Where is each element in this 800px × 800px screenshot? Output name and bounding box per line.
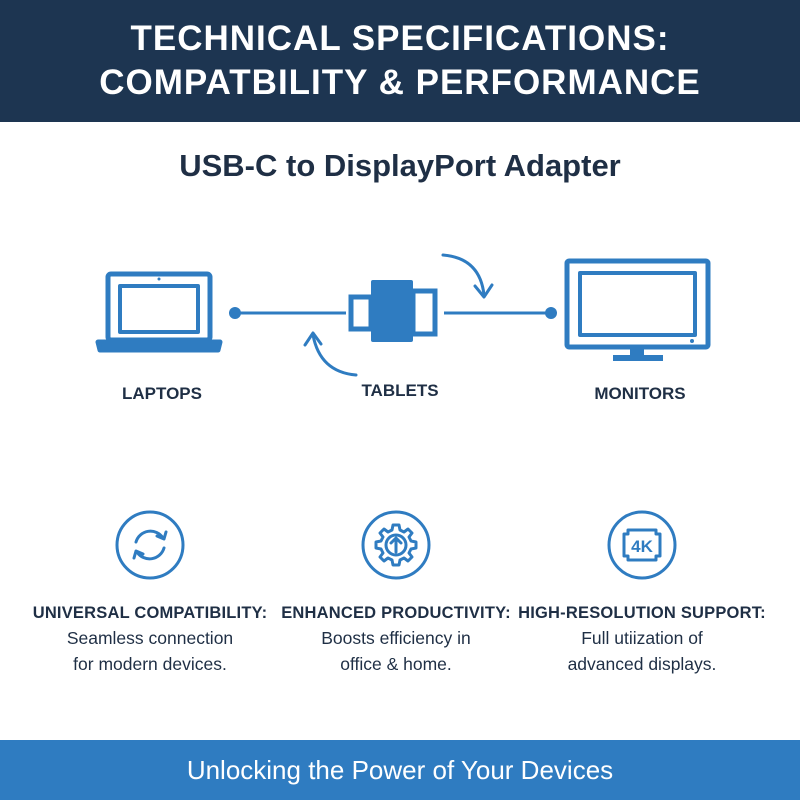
connection-line-left [229,307,346,319]
gear-arrow-icon [361,510,431,580]
page-title-line-1: TECHNICAL SPECIFICATIONS: [130,19,670,58]
footer-tagline: Unlocking the Power of Your Devices [186,754,614,785]
feature-desc-line-1: Full utiization of [581,628,703,648]
adapter-icon [348,280,438,342]
header-banner: TECHNICAL SPECIFICATIONS: COMPATBILITY &… [0,0,800,122]
curved-arrow-top-icon [441,253,494,299]
feature-enhanced-productivity: ENHANCED PRODUCTIVITY: Boosts efficiency… [271,604,521,677]
curved-arrow-bottom-icon [303,331,358,377]
feature-desc-line-2: for modern devices. [73,654,227,674]
sync-arrows-icon [115,510,185,580]
feature-high-resolution-support: HIGH-RESOLUTION SUPPORT: Full utiization… [517,604,767,677]
page-title-line-2: COMPATBILITY & PERFORMANCE [99,63,701,102]
feature-desc-line-2: advanced displays. [567,654,717,674]
footer-banner: Unlocking the Power of Your Devices [0,740,800,800]
device-label-laptops: LAPTOPS [122,384,202,403]
feature-desc-line-2: office & home. [340,654,452,674]
monitor-icon [564,258,711,361]
device-label-monitors: MONITORS [594,384,686,403]
laptop-icon [95,271,223,353]
product-subtitle: USB-C to DisplayPort Adapter [179,148,621,183]
feature-title: UNIVERSAL COMPATIBILITY: [32,604,268,622]
feature-desc-line-1: Boosts efficiency in [321,628,471,648]
connection-line-right [444,307,557,319]
feature-desc-line-1: Seamless connection [66,628,234,648]
feature-title: HIGH-RESOLUTION SUPPORT: [518,604,766,622]
4k-badge-text: 4K [631,537,653,556]
feature-universal-compatibility: UNIVERSAL COMPATIBILITY: Seamless connec… [25,604,275,677]
4k-badge-icon: 4K [607,510,677,580]
feature-title: ENHANCED PRODUCTIVITY: [281,604,511,622]
device-label-tablets: TABLETS [361,381,439,400]
